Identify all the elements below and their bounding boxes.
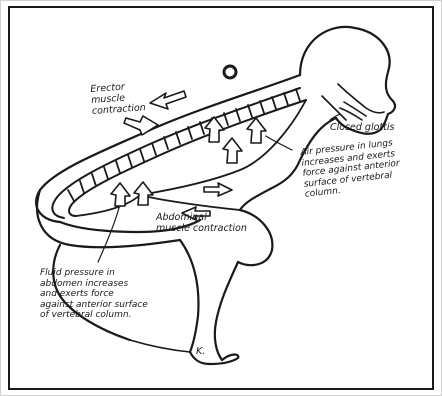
neck-detail <box>322 96 346 120</box>
abdominal-arrow-right <box>204 183 232 196</box>
pointer-air <box>266 136 292 150</box>
label-fluid-pressure: Fluid pressure in abdomen increases and … <box>40 268 148 321</box>
abdomen-cavity <box>140 195 240 210</box>
label-erector-muscle: Erector muscle contraction <box>90 80 146 117</box>
face-detail <box>338 84 384 113</box>
heel-outline <box>130 340 190 352</box>
head-outline <box>300 27 395 134</box>
label-closed-glottis: Closed glottis <box>330 122 394 133</box>
neck-dot <box>224 66 236 78</box>
label-k-signature: K. <box>196 346 205 357</box>
erector-arrow-lower <box>124 116 158 135</box>
shin-outline <box>180 240 198 352</box>
spine-inner <box>69 100 306 216</box>
label-abdominal-muscle: Abdominal muscle contraction <box>156 212 247 234</box>
label-air-pressure: Air pressure in lungs increases and exer… <box>300 138 402 200</box>
pelvis-line <box>76 195 140 216</box>
erector-arrow-upper <box>150 91 186 109</box>
lung-arrow-2 <box>223 138 242 163</box>
calf-outline <box>215 262 238 360</box>
abdomen-arrow-1 <box>134 182 153 205</box>
lung-arrow-3 <box>247 118 266 143</box>
